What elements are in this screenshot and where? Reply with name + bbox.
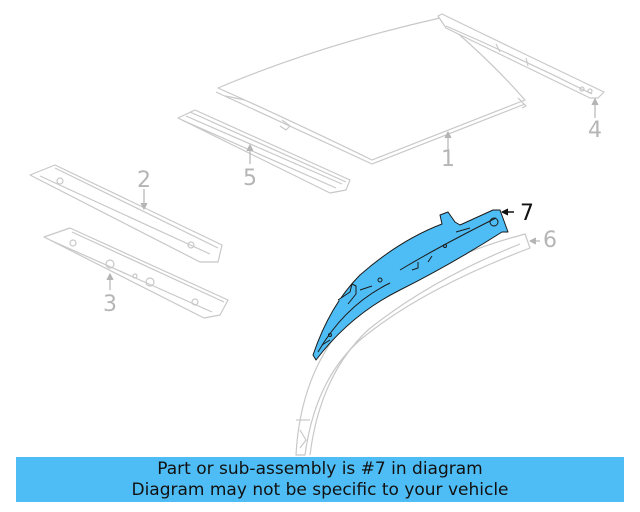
callout-5: 5: [243, 166, 257, 191]
part-3-front-header-inner: [43, 227, 229, 319]
callout-2: 2: [137, 168, 151, 193]
part-5-roof-bow: [177, 109, 351, 194]
part-4-rear-header: [437, 13, 605, 118]
callout-3: 3: [103, 292, 117, 317]
part-2-front-header: [29, 164, 223, 263]
part-1-roof-panel: [215, 17, 527, 165]
part-7-side-rail-inner: [312, 208, 514, 361]
callout-4: 4: [588, 118, 602, 143]
banner-line-disclaimer: Diagram may not be specific to your vehi…: [131, 480, 509, 500]
banner-line-part: Part or sub-assembly is #7 in diagram: [157, 459, 483, 479]
callout-1: 1: [441, 147, 455, 172]
callout-7: 7: [520, 201, 534, 226]
info-banner: Part or sub-assembly is #7 in diagram Di…: [16, 457, 624, 502]
callout-6: 6: [543, 228, 557, 253]
